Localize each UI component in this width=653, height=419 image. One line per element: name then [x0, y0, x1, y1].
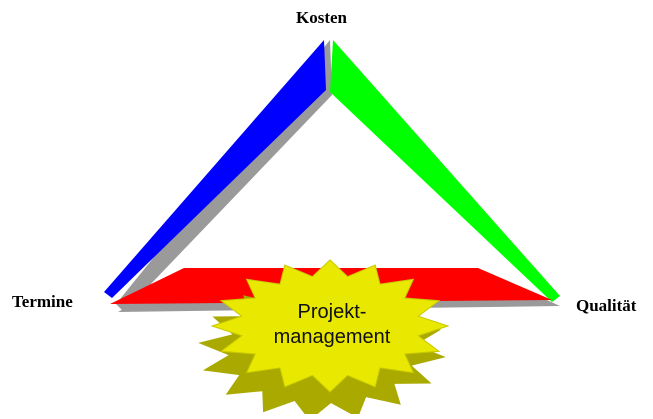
label-kosten: Kosten	[296, 8, 347, 27]
center-label-projektmanagement: Projekt- management	[262, 300, 402, 350]
left-bar	[104, 40, 326, 298]
center-label-line2: management	[273, 326, 391, 348]
label-qualitaet: Qualität	[576, 296, 637, 315]
right-bar	[330, 40, 560, 302]
star-shape	[210, 259, 450, 393]
label-termine: Termine	[12, 292, 73, 311]
center-label-line1: Projekt-	[297, 301, 367, 323]
